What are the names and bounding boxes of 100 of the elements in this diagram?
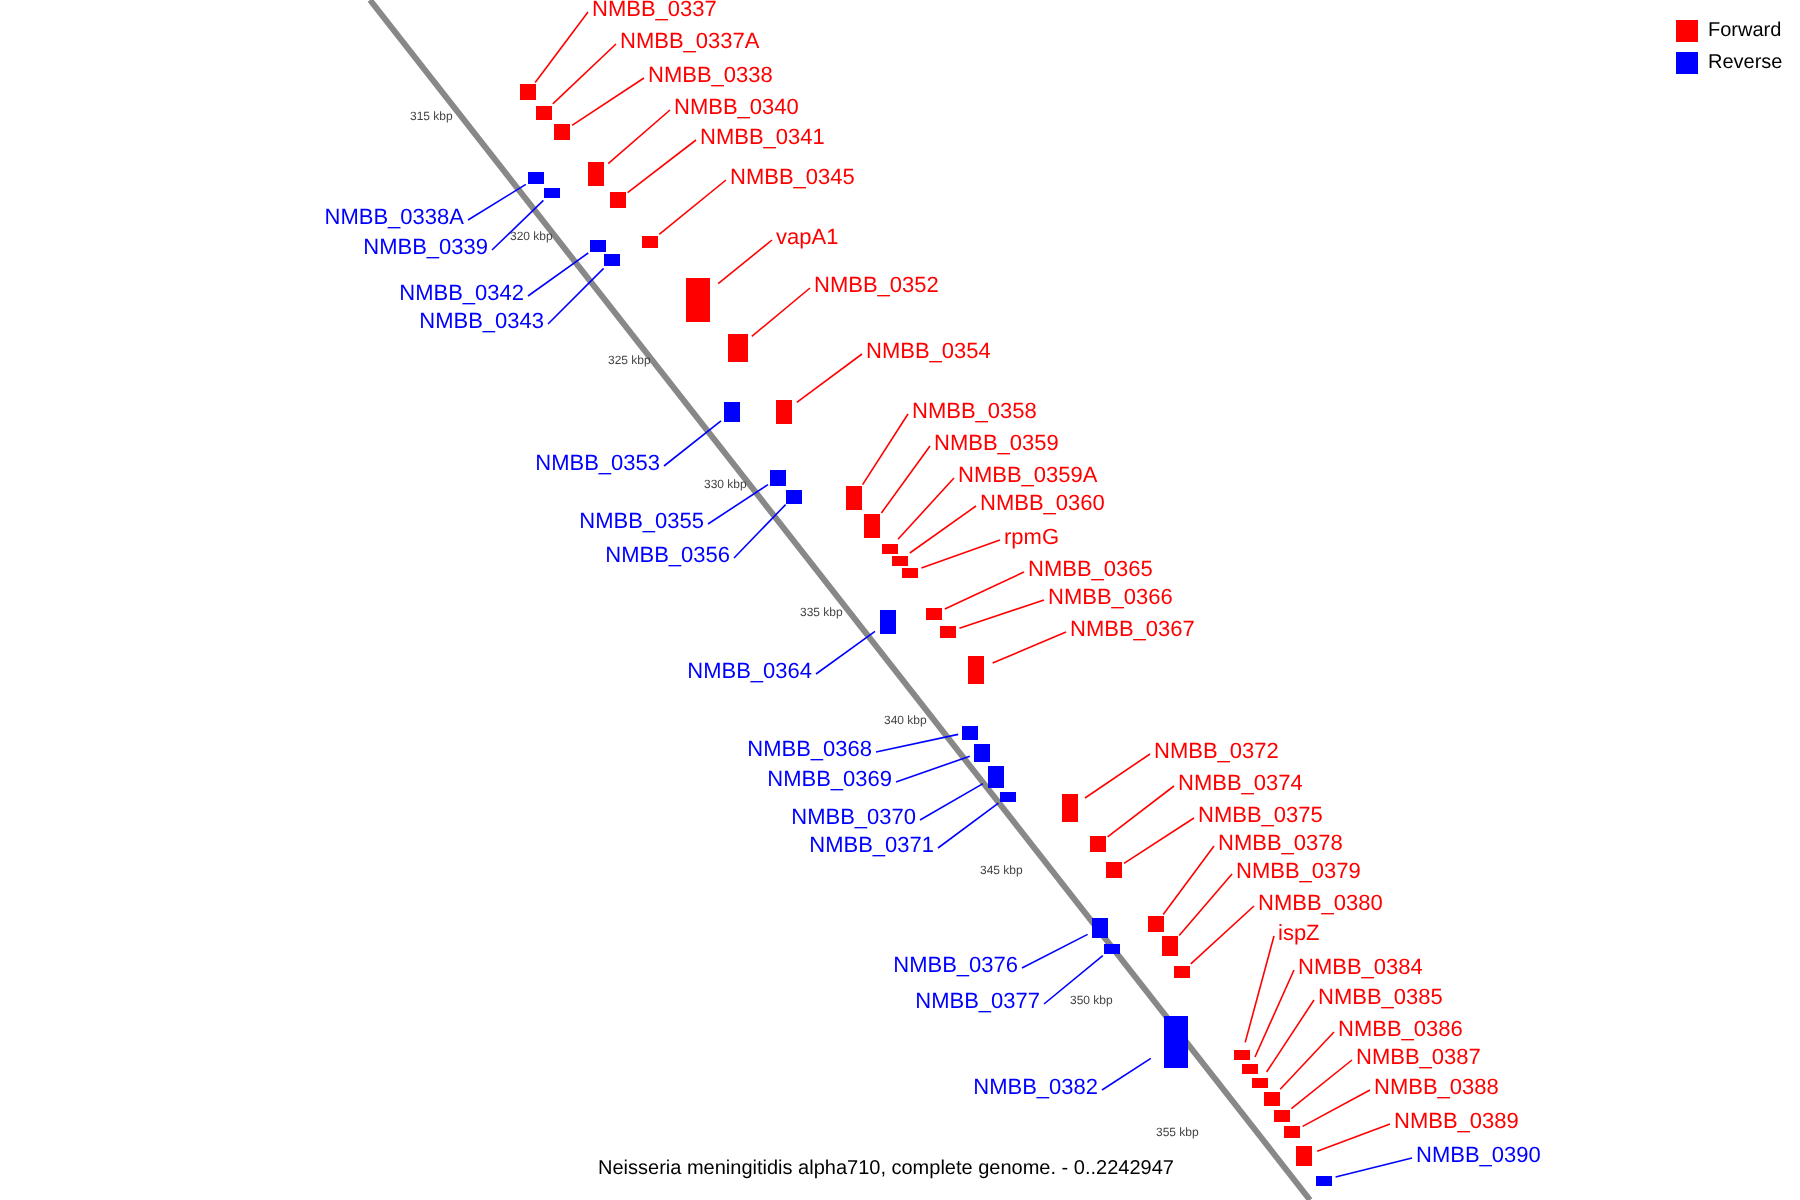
gene-label: NMBB_0365 [1028,558,1153,584]
leader-line [1101,1057,1152,1091]
gene-label: NMBB_0354 [866,340,991,366]
leader-line [895,755,971,783]
leader-line [663,420,722,467]
leader-line [707,483,769,525]
leader-line [552,43,617,105]
gene-block [590,240,606,252]
gene-label: NMBB_0388 [1374,1076,1499,1102]
leader-line [958,599,1045,629]
gene-label: NMBB_0376 [893,954,1018,980]
gene-label: NMBB_0360 [980,492,1105,518]
leader-line [1043,954,1104,1005]
leader-line [1123,817,1195,865]
gene-label: NMBB_0374 [1178,772,1303,798]
gene-label: NMBB_0389 [1394,1110,1519,1136]
gene-block [846,486,862,510]
gene-block [864,514,880,538]
gene-label: NMBB_0342 [399,282,524,308]
leader-line [658,179,727,236]
leader-line [991,631,1067,664]
gene-label: NMBB_0364 [687,660,812,686]
gene-block [1284,1126,1300,1138]
gene-label: NMBB_0385 [1318,986,1443,1012]
gene-label: NMBB_0337 [592,0,717,24]
leader-line [897,477,955,540]
gene-label: NMBB_0382 [973,1076,1098,1102]
gene-block [902,567,918,577]
gene-block [544,187,560,197]
gene-block [926,608,942,620]
gene-block [1264,1091,1280,1105]
leader-line [875,733,959,753]
gene-label: NMBB_0345 [730,166,855,192]
leader-line [1106,785,1175,838]
gene-block [892,555,908,565]
gene-block [988,765,1004,787]
gene-block [1242,1063,1258,1073]
gene-label: NMBB_0390 [1416,1144,1541,1170]
gene-label: NMBB_0337A [620,30,760,56]
gene-block [786,489,802,503]
gene-block [1000,791,1016,801]
gene-block [962,725,978,739]
gene-block [1174,966,1190,978]
leader-line [607,109,671,165]
gene-block [1274,1110,1290,1122]
leader-line [1021,933,1089,969]
gene-label: NMBB_0356 [605,544,730,570]
legend-label: Forward [1708,18,1782,44]
gene-block [1092,918,1108,938]
gene-label: rpmG [1004,526,1059,552]
leader-line [467,183,527,221]
gene-block [776,400,792,424]
leader-line [880,445,931,514]
leader-line [861,413,909,486]
leader-line [547,267,605,325]
gene-label: NMBB_0338 [648,64,773,90]
leader-line [1334,1157,1413,1178]
leader-line [796,353,863,404]
gene-block [554,124,570,140]
gene-label: NMBB_0352 [814,274,939,300]
leader-line [626,139,697,194]
gene-label: NMBB_0369 [767,768,892,794]
gene-label: NMBB_0384 [1298,956,1423,982]
leader-line [1316,1123,1391,1152]
gene-label: NMBB_0366 [1048,586,1173,612]
gene-block [686,278,710,322]
leader-line [717,239,773,285]
gene-block [1090,836,1106,852]
gene-label: NMBB_0387 [1356,1046,1481,1072]
gene-label: NMBB_0379 [1236,860,1361,886]
gene-label: NMBB_0338A [324,206,464,232]
gene-label: NMBB_0355 [579,510,704,536]
gene-block [1162,936,1178,956]
gene-block [940,626,956,638]
leader-line [1290,1059,1353,1110]
gene-label: NMBB_0341 [700,126,825,152]
gene-block [1234,1049,1250,1059]
leader-line [1244,935,1275,1044]
leader-line [1301,1089,1371,1128]
gene-block [968,656,984,684]
leader-line [944,571,1025,610]
gene-block [974,743,990,761]
gene-block [528,172,544,184]
leader-line [751,287,811,338]
gene-label: NMBB_0343 [419,310,544,336]
gene-label: NMBB_0358 [912,400,1037,426]
caption: Neisseria meningitidis alpha710, complete genome. - 0..2242947 [598,1156,1174,1182]
gene-block [1164,1016,1188,1068]
gene-label: NMBB_0367 [1070,618,1195,644]
gene-block [882,543,898,553]
gene-block [724,402,740,422]
leader-line [1265,999,1315,1073]
leader-line [491,199,545,251]
gene-label: ispZ [1278,922,1320,948]
gene-label: NMBB_0372 [1154,740,1279,766]
gene-label: NMBB_0375 [1198,804,1323,830]
leader-line [534,11,589,84]
gene-label: NMBB_0370 [791,806,916,832]
leader-line [571,77,645,127]
gene-label: vapA1 [776,226,839,252]
